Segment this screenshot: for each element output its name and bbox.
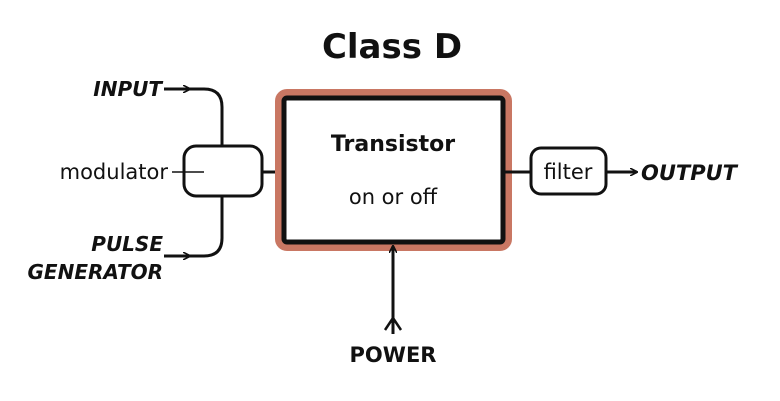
input-label: INPUT [93, 77, 163, 101]
power-arrow-tail-2 [391, 317, 403, 331]
diagram-title: Class D [322, 27, 462, 67]
modulator-box [182, 144, 264, 198]
filter-label: filter [544, 160, 593, 184]
pulse-label-line2: GENERATOR [28, 260, 164, 284]
modulator-label: modulator [60, 160, 169, 184]
pulse-connector [190, 196, 224, 258]
transistor-state: on or off [349, 185, 438, 209]
output-label: OUTPUT [641, 161, 739, 185]
transistor-title: Transistor [331, 132, 455, 157]
input-connector [190, 87, 224, 146]
power-label: POWER [350, 343, 437, 367]
power-arrow-tail [383, 317, 395, 331]
pulse-label-line1: PULSE [91, 232, 163, 256]
transistor-box [281, 95, 506, 245]
